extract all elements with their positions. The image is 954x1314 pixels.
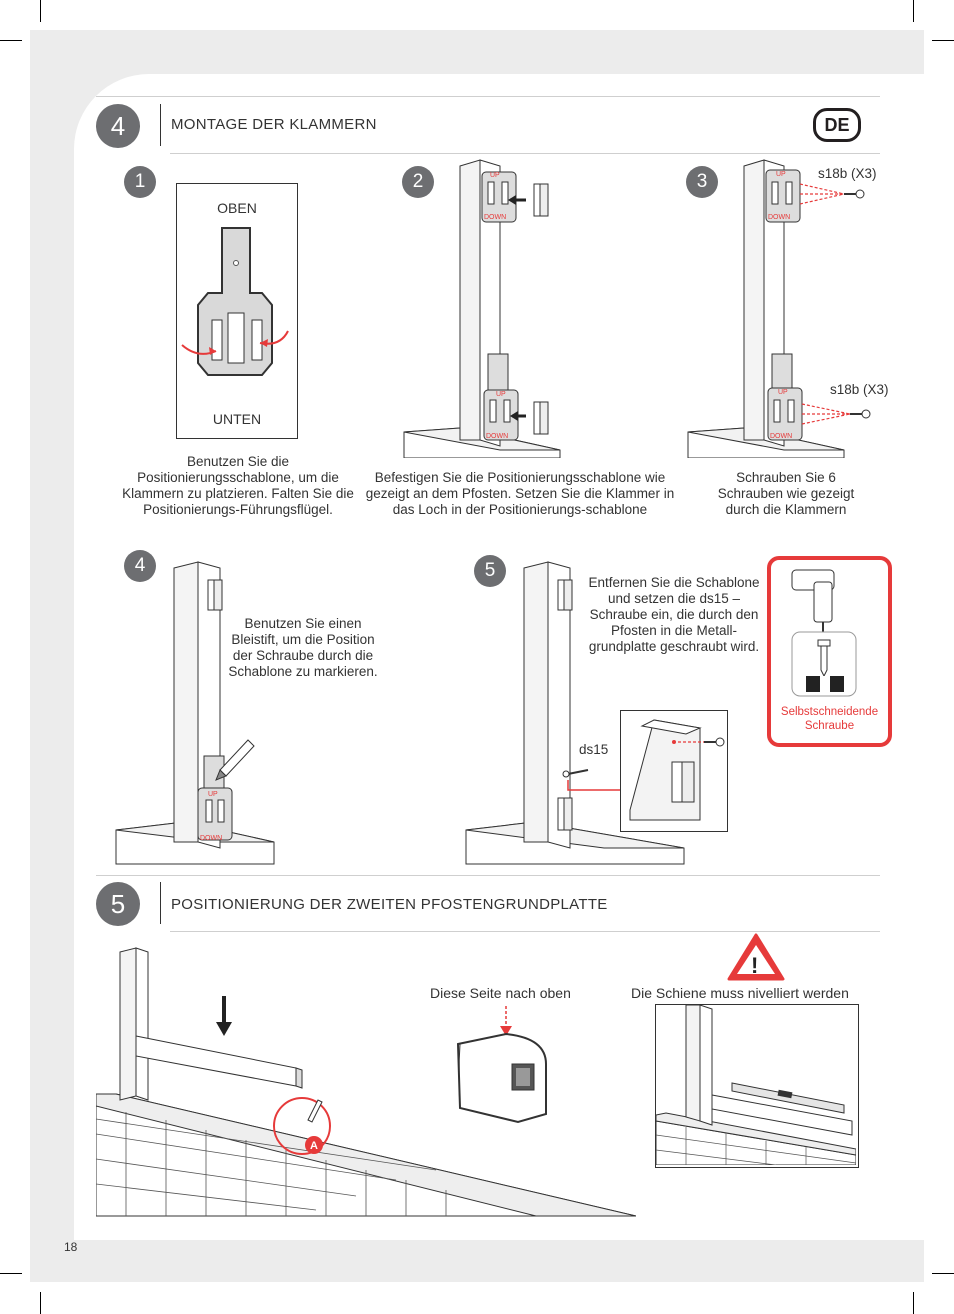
section-divider [96, 875, 880, 876]
section-title: MONTAGE DER KLAMMERN [171, 116, 377, 133]
crop-mark [40, 0, 41, 22]
crop-mark [0, 40, 22, 41]
step-number-badge: 1 [124, 166, 156, 198]
crop-mark [932, 1273, 954, 1274]
title-separator [160, 882, 161, 924]
title-separator [160, 104, 161, 146]
page-number: 18 [64, 1240, 78, 1254]
template-illustration-frame [176, 183, 298, 439]
positioning-template-illustration [181, 227, 289, 376]
marker-a: A [310, 1140, 318, 1152]
step-number-badge: 3 [686, 166, 718, 198]
step-caption: Entfernen Sie die Schablone und setzen d… [588, 575, 760, 654]
crop-mark [913, 0, 914, 22]
up-text: UP [778, 389, 788, 396]
down-text: DOWN [768, 214, 790, 221]
step-caption: Befestigen Sie die Positionierungsschabl… [365, 470, 675, 517]
post-pencil-illustration: UP DOWN [115, 561, 275, 865]
up-text: UP [490, 172, 500, 179]
crop-mark [0, 1273, 22, 1274]
screw-label: s18b (X3) [830, 382, 889, 397]
step-number-badge: 5 [474, 555, 506, 587]
step-caption: Schrauben Sie 6 Schrauben wie gezeigt du… [717, 470, 855, 517]
screw-label: ds15 [579, 742, 609, 757]
post-with-screws-illustration: UP DOWN UP DOWN [687, 159, 871, 458]
down-text: DOWN [486, 433, 508, 440]
crop-mark [913, 1292, 914, 1314]
level-label: Die Schiene muss nivelliert werden [631, 985, 849, 1001]
step-number-badge: 4 [124, 550, 156, 582]
section-title: POSITIONIERUNG DER ZWEITEN PFOSTENGRUNDP… [171, 896, 608, 913]
up-text: UP [208, 791, 218, 798]
side-up-label: Diese Seite nach oben [430, 985, 571, 1001]
post-rail-slope-illustration: A [96, 947, 636, 1217]
step-caption: Benutzen Sie die Positionierungsschablon… [122, 454, 354, 517]
crop-mark [932, 40, 954, 41]
rail-profile-illustration [456, 1006, 547, 1124]
section-divider [96, 96, 880, 97]
warning-symbol: ! [751, 953, 758, 978]
step-caption: Benutzen Sie einen Bleistift, um die Pos… [228, 616, 378, 679]
drill-screw-illustration [791, 569, 857, 697]
up-text: UP [776, 171, 786, 178]
down-text: DOWN [200, 835, 222, 842]
section-number-badge: 4 [96, 104, 140, 148]
top-label: OBEN [217, 200, 257, 216]
screw-label: s18b (X3) [818, 166, 877, 181]
down-text: DOWN [484, 214, 506, 221]
down-text: DOWN [770, 433, 792, 440]
section-divider [170, 931, 880, 932]
language-badge: DE [813, 108, 861, 142]
tool-label: Selbstschneidende Schraube [780, 706, 879, 732]
step-number-badge: 2 [402, 166, 434, 198]
up-text: UP [496, 391, 506, 398]
crop-mark [40, 1292, 41, 1314]
warning-icon: ! [727, 933, 785, 981]
post-screw-illustration [465, 561, 685, 865]
bracket-detail-illustration [629, 719, 725, 821]
section-number-badge: 5 [96, 882, 140, 926]
post-with-template-illustration: UP DOWN UP DOWN [403, 159, 561, 458]
bottom-label: UNTEN [212, 411, 262, 427]
level-rail-illustration [656, 1005, 856, 1165]
section-divider [170, 153, 880, 154]
